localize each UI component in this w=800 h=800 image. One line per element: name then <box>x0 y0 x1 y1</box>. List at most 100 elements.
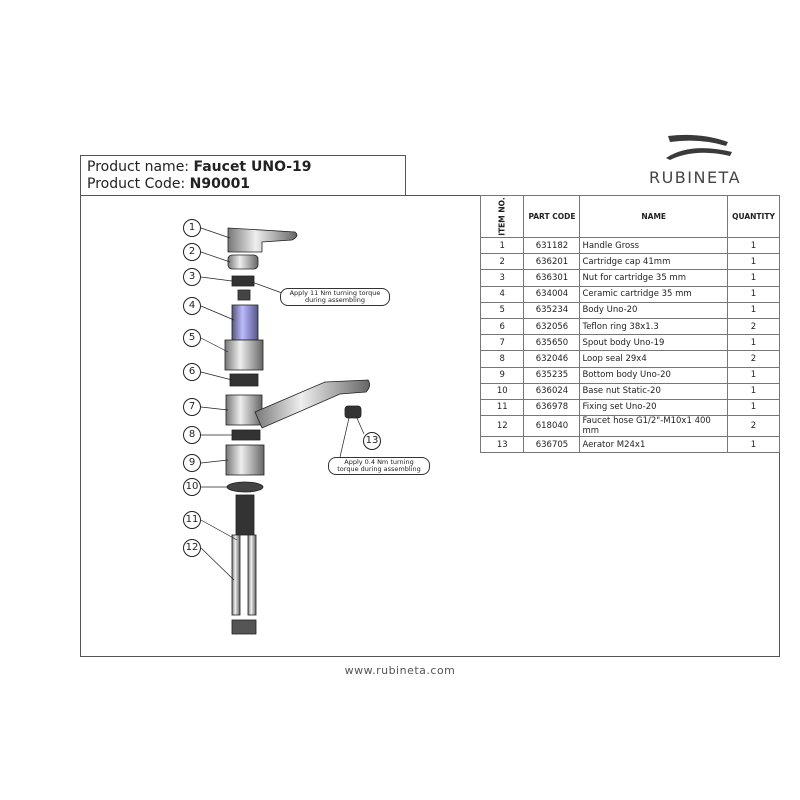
part-name: Ceramic cartridge 35 mm <box>579 285 728 303</box>
col-name: NAME <box>579 195 728 238</box>
callout-2: 2 <box>183 243 201 261</box>
product-name: Faucet UNO-19 <box>193 159 312 175</box>
product-header: Product name: Faucet UNO-19 Product Code… <box>80 155 406 196</box>
callout-3: 3 <box>183 268 201 286</box>
footer-url[interactable]: www.rubineta.com <box>344 664 456 677</box>
item-no: 13 <box>479 436 525 454</box>
callout-8: 8 <box>183 426 201 444</box>
part-name: Fixing set Uno-20 <box>579 398 728 417</box>
callout-7: 7 <box>183 398 201 416</box>
part-name: Aerator M24x1 <box>579 436 728 454</box>
body <box>224 339 264 371</box>
item-no: 3 <box>479 269 525 287</box>
part-code: 636301 <box>523 269 581 287</box>
quantity: 1 <box>727 436 780 454</box>
logo-text: RUBINETA <box>648 168 742 187</box>
product-code-label: Product Code: <box>87 176 190 192</box>
quantity: 1 <box>727 382 780 400</box>
quantity: 1 <box>727 334 780 352</box>
item-no: 11 <box>479 398 525 417</box>
item-no: 9 <box>479 366 525 384</box>
part-code: 635650 <box>523 334 581 352</box>
col-quantity: QUANTITY <box>727 195 780 238</box>
cartridge-cap <box>227 254 259 270</box>
quantity: 1 <box>727 366 780 384</box>
item-no: 6 <box>479 317 525 336</box>
handle <box>227 227 298 253</box>
part-name: Nut for cartridge 35 mm <box>579 269 728 287</box>
logo-swoosh-icon <box>666 134 732 160</box>
part-code: 636978 <box>523 398 581 417</box>
callout-6: 6 <box>183 363 201 381</box>
item-no: 1 <box>479 236 525 255</box>
part-code: 636705 <box>523 436 581 454</box>
part-code: 634004 <box>523 285 581 303</box>
callout-13: 13 <box>363 432 381 450</box>
quantity: 1 <box>727 285 780 303</box>
part-name: Bottom body Uno-20 <box>579 366 728 384</box>
callout-11: 11 <box>183 511 201 529</box>
aerator <box>344 405 362 419</box>
item-no: 2 <box>479 253 525 271</box>
quantity: 1 <box>727 398 780 417</box>
part-name: Cartridge cap 41mm <box>579 253 728 271</box>
bottom-body <box>225 444 265 476</box>
product-code: N90001 <box>189 176 251 192</box>
rubineta-logo: RUBINETA <box>640 132 750 187</box>
item-no: 8 <box>479 350 525 368</box>
part-code: 636024 <box>523 382 581 400</box>
callout-10: 10 <box>183 478 201 496</box>
part-name: Spout body Uno-19 <box>579 334 728 352</box>
quantity: 2 <box>727 415 780 438</box>
quantity: 2 <box>727 317 780 336</box>
drawing-frame <box>80 195 780 657</box>
col-item-no: ITEM NO. <box>479 195 525 238</box>
torque-note-aerator: Apply 0.4 Nm turning torque during assem… <box>328 457 430 475</box>
item-no: 7 <box>479 334 525 352</box>
part-name: Body Uno-20 <box>579 301 728 319</box>
callout-5: 5 <box>183 329 201 347</box>
spout <box>254 379 370 429</box>
item-no: 12 <box>479 415 525 438</box>
part-name: Faucet hose G1/2"-M10x1 400 mm <box>579 415 728 438</box>
callout-4: 4 <box>183 297 201 315</box>
part-code: 635234 <box>523 301 581 319</box>
item-no: 4 <box>479 285 525 303</box>
part-code: 618040 <box>523 415 581 438</box>
callout-12: 12 <box>183 539 201 557</box>
item-no: 5 <box>479 301 525 319</box>
quantity: 1 <box>727 269 780 287</box>
part-code: 631182 <box>523 236 581 255</box>
callout-9: 9 <box>183 454 201 472</box>
part-name: Teflon ring 38x1.3 <box>579 317 728 336</box>
nut <box>231 275 255 287</box>
quantity: 1 <box>727 253 780 271</box>
item-no: 10 <box>479 382 525 400</box>
ceramic-cartridge <box>231 304 259 341</box>
part-code: 632056 <box>523 317 581 336</box>
callout-1: 1 <box>183 219 201 237</box>
part-name: Loop seal 29x4 <box>579 350 728 368</box>
quantity: 1 <box>727 301 780 319</box>
spout-body <box>225 394 263 426</box>
torque-note-cartridge: Apply 11 Nm turning torque during assemb… <box>280 288 390 306</box>
quantity: 2 <box>727 350 780 368</box>
part-code: 636201 <box>523 253 581 271</box>
col-part-code: PART CODE <box>523 195 581 238</box>
part-code: 632046 <box>523 350 581 368</box>
part-name: Base nut Static-20 <box>579 382 728 400</box>
